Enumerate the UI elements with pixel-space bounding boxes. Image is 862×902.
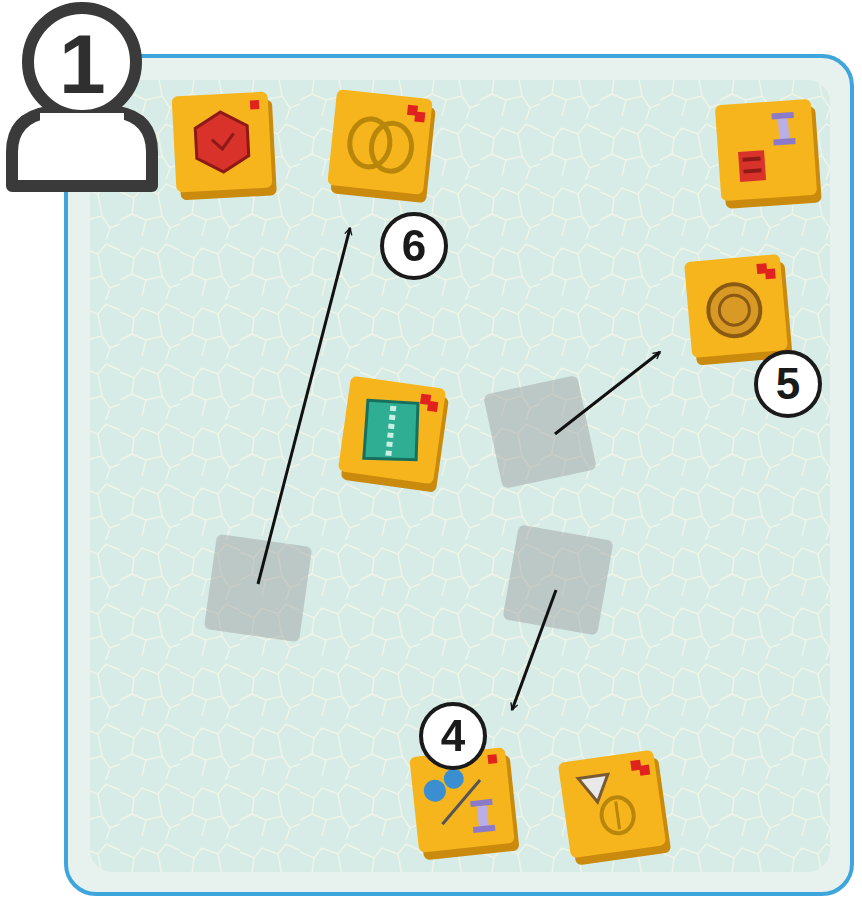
callout-number: 4 xyxy=(419,702,487,770)
tile-spool xyxy=(715,98,822,209)
tile-zipper xyxy=(337,376,451,493)
tile-hexagon xyxy=(172,91,277,200)
tile-ring xyxy=(326,89,436,203)
tile-thimble xyxy=(558,749,672,866)
callout-number: 6 xyxy=(380,212,448,280)
player-panel xyxy=(66,56,852,894)
player-icon xyxy=(12,8,152,186)
move-arrow xyxy=(258,228,660,710)
panel-texture xyxy=(90,80,830,872)
callout-number: 5 xyxy=(754,350,822,418)
tile-coin xyxy=(684,254,793,366)
player-number: 1 xyxy=(59,22,106,106)
